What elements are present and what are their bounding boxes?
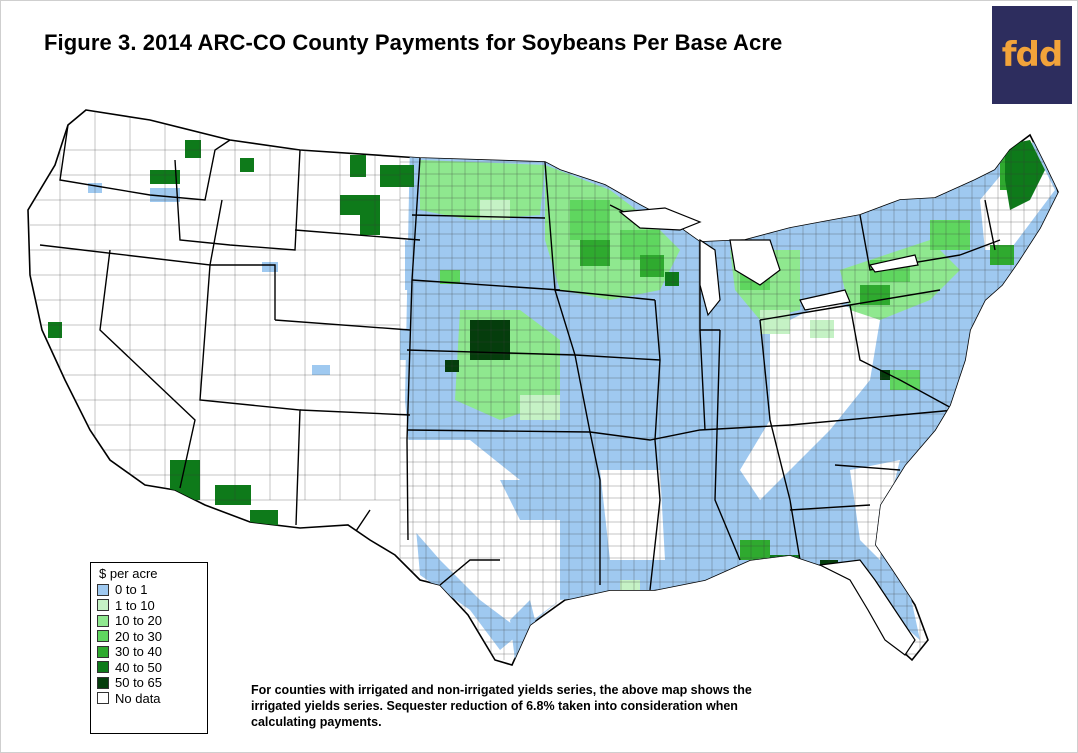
legend-label: 30 to 40 [115,644,162,660]
florida-peninsula [817,559,916,656]
legend-label: 40 to 50 [115,659,162,675]
legend-title: $ per acre [99,566,158,581]
legend-item: 20 to 30 [97,629,207,645]
legend-item: 10 to 20 [97,613,207,629]
legend-item: 1 to 10 [97,598,207,614]
legend-swatch [97,583,109,596]
legend-label: 50 to 65 [115,675,162,691]
legend-swatch [97,676,109,689]
legend-swatch [97,661,109,674]
legend-label: 0 to 1 [115,582,148,598]
state-boundaries [39,124,1001,591]
fdd-logo: fdd [992,6,1072,104]
footnote-line: calculating payments. [251,715,382,729]
legend-item: No data [97,691,207,707]
footnote-line: For counties with irrigated and non-irri… [251,683,752,697]
legend-item: 50 to 65 [97,675,207,691]
legend-label: 10 to 20 [115,613,162,629]
legend-label: 20 to 30 [115,628,162,644]
footnote-line: irrigated yields series. Sequester reduc… [251,699,738,713]
logo-text: fdd [1001,35,1063,75]
footnote: For counties with irrigated and non-irri… [251,682,891,730]
legend-label: No data [115,690,161,706]
legend-swatch [97,645,109,658]
legend-swatch [97,692,109,705]
legend-label: 1 to 10 [115,597,155,613]
legend-swatch [97,614,109,627]
legend-item: 30 to 40 [97,644,207,660]
legend-item: 40 to 50 [97,660,207,676]
great-lakes [618,207,919,317]
map-title: Figure 3. 2014 ARC-CO County Payments fo… [44,30,783,55]
legend-swatch [97,630,109,643]
us-county-map [27,109,1059,666]
legend-item: 0 to 1 [97,582,207,598]
legend-swatch [97,599,109,612]
